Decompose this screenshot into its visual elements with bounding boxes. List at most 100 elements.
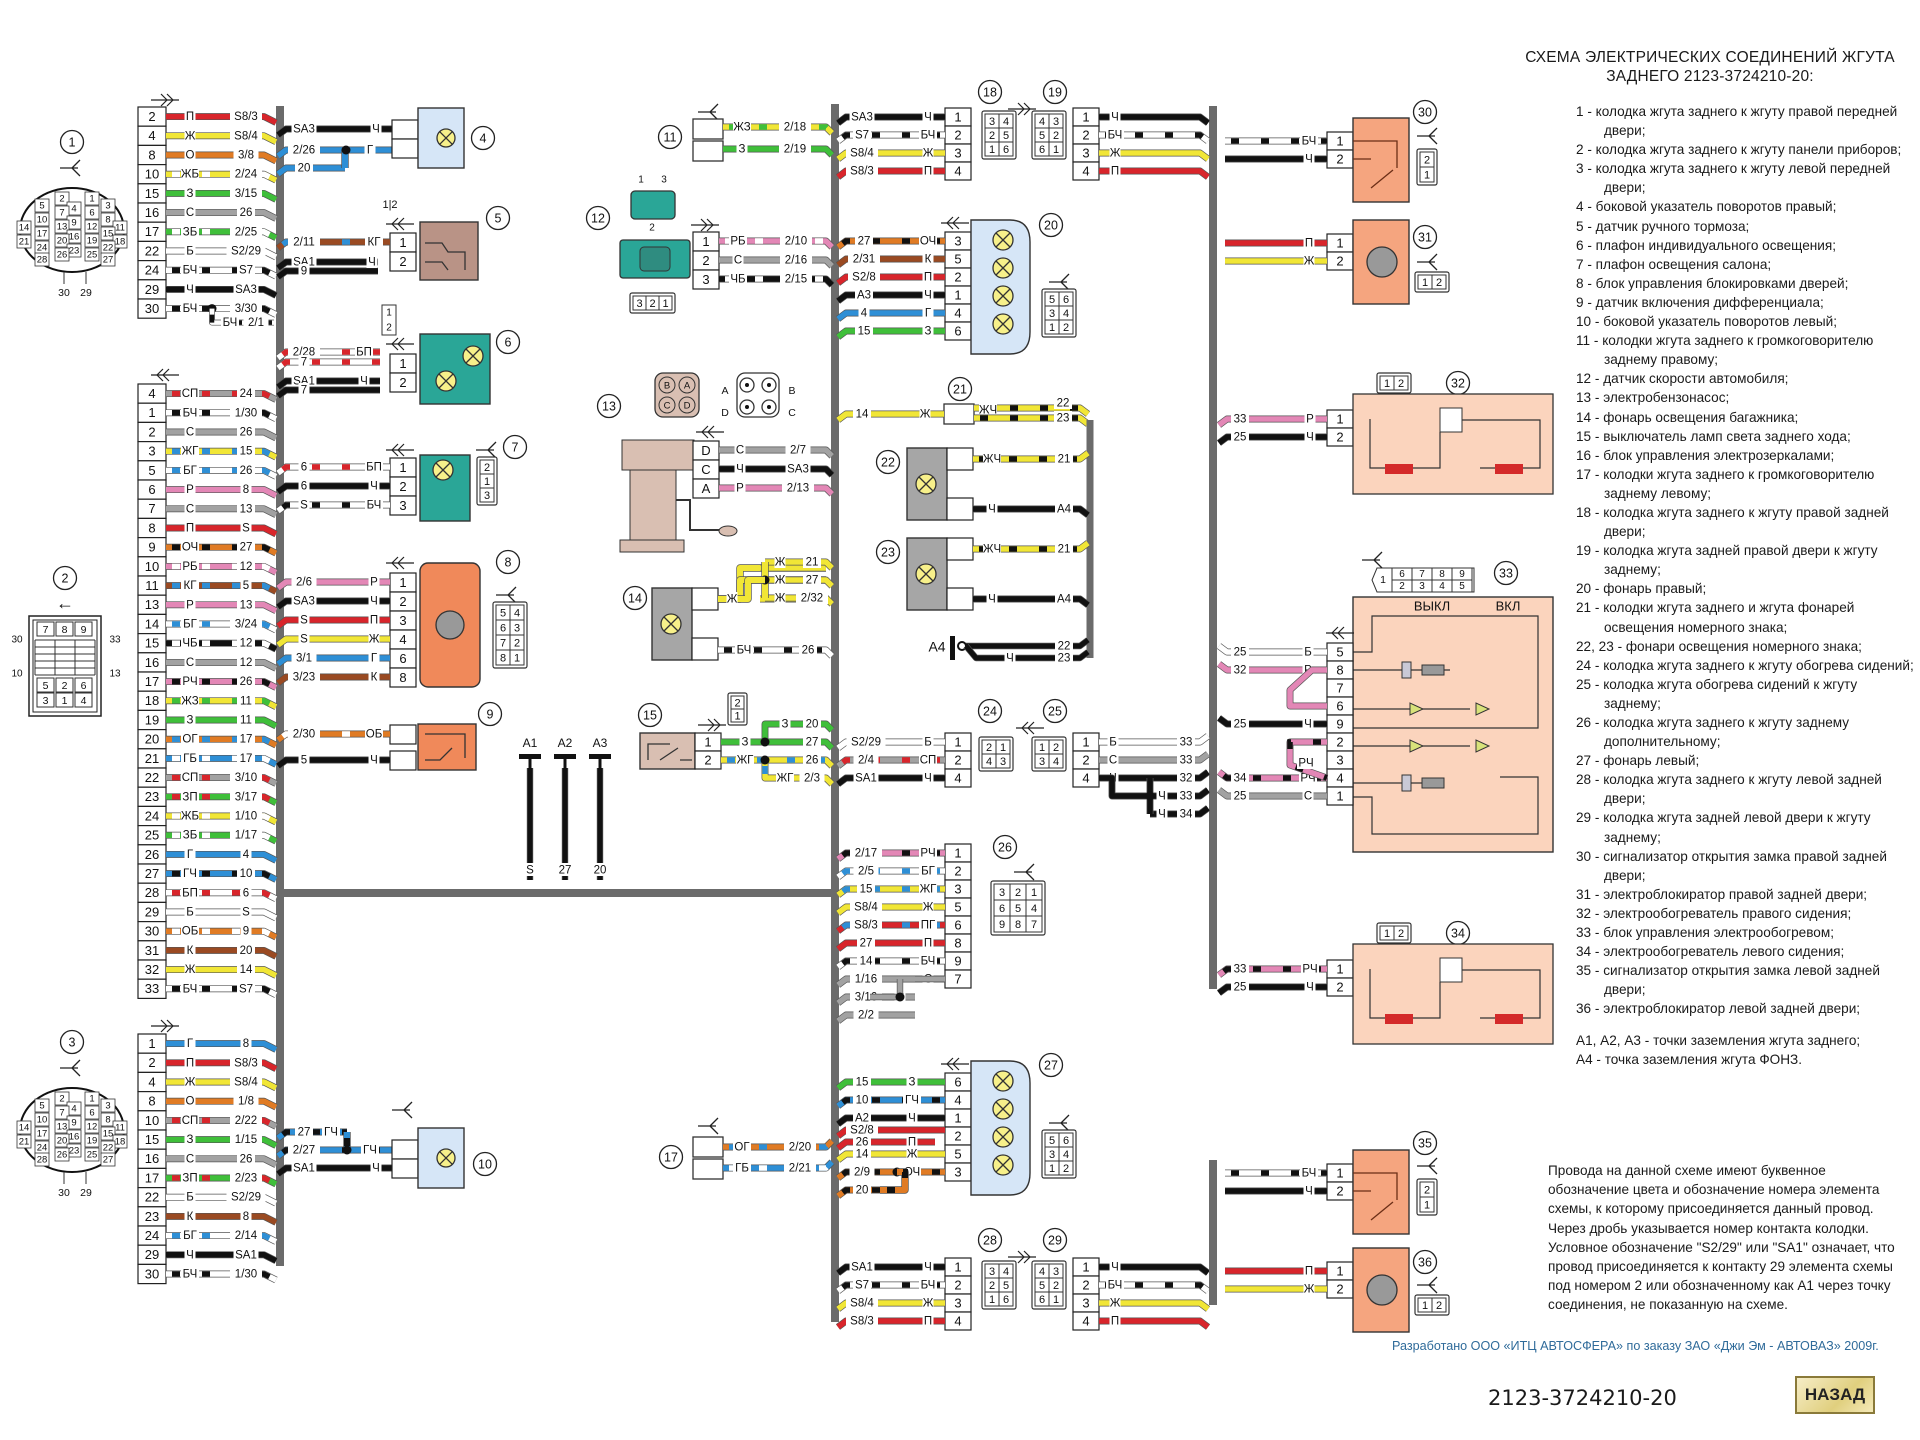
wire-label-bg [922,288,934,301]
pin-number: 4 [148,386,155,401]
wire-label-bg [221,315,239,329]
pin-cell: 4 [944,303,972,323]
wire-label-bg [734,443,746,456]
motor-icon [1366,246,1398,278]
pin-cell: 6 [944,1072,972,1092]
wire-label-text: 34 [1180,809,1193,821]
wire-stripe [166,621,278,633]
legend-item: 18 - колодка жгута заднего к жгуту право… [1576,504,1889,540]
face-cell [84,191,100,206]
wire-label: Ж [1109,146,1121,160]
pin-cell: 8 [137,144,167,166]
face-cell [100,1112,116,1127]
lamp-icon [992,257,1014,279]
wire-label-bg [230,809,262,822]
wire-label-bg [849,110,875,123]
wire [1099,1317,1211,1330]
face-cell [730,708,745,723]
wire-label-text: БЧ [921,1280,936,1292]
wire-label: ГБ [733,1161,751,1175]
pin-number: 1 [1336,1165,1343,1180]
component-number: 15 [637,702,663,728]
pin-number: 9 [148,540,155,555]
pin-number: 2 [954,863,961,878]
pin-number: 6 [954,917,961,932]
wire-label-bg [181,263,199,277]
pin-number: 25 [145,828,159,843]
wire-label-text: 6 [243,887,249,899]
wire-label-bg [855,324,873,337]
wire-label: БЧ [181,981,199,995]
wire-core [974,405,1090,417]
wire-label: 25 [1231,717,1249,731]
wire-label-bg [732,253,744,266]
wire-label: О [184,148,196,162]
wire-label-text: 2/23 [235,1173,257,1185]
wire-core [276,598,390,610]
wire-label-bg [1231,980,1249,993]
wire-label: 21 [1055,452,1073,466]
speed-sensor-window [639,246,671,272]
fork-path [1014,863,1035,881]
wire [835,131,945,144]
wire-label-bg [846,1296,878,1309]
wire-label: З [184,713,196,727]
wire-label-bg [903,1093,921,1106]
wire-core [276,165,345,177]
wire-label: Ч [1302,717,1314,731]
wire [166,601,278,614]
wire-label-text: 13 [240,599,253,611]
pin-cell: 21 [137,748,167,769]
wire-label-bg [230,186,262,200]
wire-core [166,602,278,614]
ground-label: A3 [593,736,608,750]
component-number: 3 [59,1029,85,1055]
wire-label-text: РБ [182,561,197,573]
wire [275,673,390,686]
pin-number: 2 [704,752,711,767]
pin-cell: 2 [1326,732,1354,752]
lamp-icon [436,128,456,148]
wire-label-bg [184,282,196,296]
wire-label-text: Ч [1306,982,1314,994]
wire-stripe [166,678,278,691]
wire-label: Ч [734,462,746,476]
wire-label: 5 [298,753,310,767]
back-button[interactable]: НАЗАД [1795,1376,1875,1414]
face-pin: 17 [37,229,48,240]
wire-label-text: 6 [301,462,307,474]
wire-label-bg [906,1147,918,1160]
pin-cell: 3 [944,1162,972,1182]
arrow-chevron [1023,1250,1031,1264]
wire-label: 11 [237,713,255,727]
wire-core [719,257,834,268]
wire-label: К [184,943,196,957]
arrow-chevron [160,1019,168,1033]
wire-label-bg [184,205,196,219]
float [718,525,738,537]
face-pin: 4 [514,607,520,619]
pin-number: 1 [954,287,961,302]
wire-label-text: 2/14 [235,1230,258,1242]
pin-cell: 1 [389,353,417,374]
legend-item: 2 - колодка жгута заднего к жгуту панели… [1576,142,1902,158]
seat-heater-body [1352,943,1554,1045]
pin-number: 8 [148,1094,155,1109]
face-pin: 3 [1049,1149,1055,1161]
wire-label: ОЧ [181,540,199,554]
wire-label-text: ЖГ [737,755,755,767]
lamp-icon [660,613,682,635]
wire-label-bg [184,521,196,534]
wire-label-text: SA3 [787,464,809,476]
wire-label-text: 2/21 [789,1163,811,1175]
arrow-chevron [1021,721,1029,735]
pin-number: 26 [145,847,159,862]
